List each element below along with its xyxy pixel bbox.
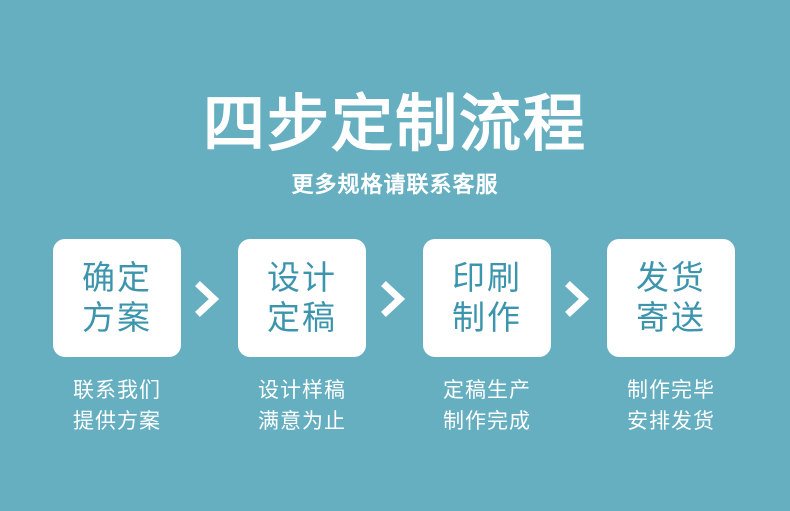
step-card-3: 印刷 制作 [423,239,551,357]
step-card-1: 确定 方案 [53,239,181,357]
chevron-right-icon [565,281,590,317]
step-card-2: 设计 定稿 [238,239,366,357]
step-card-1-line-1: 确定 [82,258,152,297]
page-title: 四步定制流程 [202,87,587,160]
step-desc-1-line-2: 提供方案 [73,409,161,433]
step-card-4: 发货 寄送 [607,239,735,357]
step-card-4-line-2: 寄送 [636,298,706,337]
step-card-2-line-2: 定稿 [267,298,337,337]
step-desc-4-line-1: 制作完毕 [627,378,715,402]
step-desc-1: 联系我们 提供方案 [32,375,202,437]
page-subtitle: 更多规格请联系客服 [291,173,499,198]
step-desc-4: 制作完毕 安排发货 [586,375,756,437]
step-desc-2-line-2: 满意为止 [258,409,346,433]
step-card-2-line-1: 设计 [267,258,337,297]
step-desc-1-line-1: 联系我们 [73,378,161,402]
step-desc-3: 定稿生产 制作完成 [402,375,572,437]
step-card-1-line-2: 方案 [82,298,152,337]
step-desc-3-line-2: 制作完成 [443,409,531,433]
chevron-right-icon [381,281,406,317]
step-desc-2: 设计样稿 满意为止 [217,375,387,437]
step-card-3-line-1: 印刷 [452,258,522,297]
step-card-3-line-2: 制作 [452,298,522,337]
step-card-4-line-1: 发货 [636,258,706,297]
chevron-right-icon [195,281,220,317]
step-desc-3-line-1: 定稿生产 [443,378,531,402]
step-desc-4-line-2: 安排发货 [627,409,715,433]
step-desc-2-line-1: 设计样稿 [258,378,346,402]
